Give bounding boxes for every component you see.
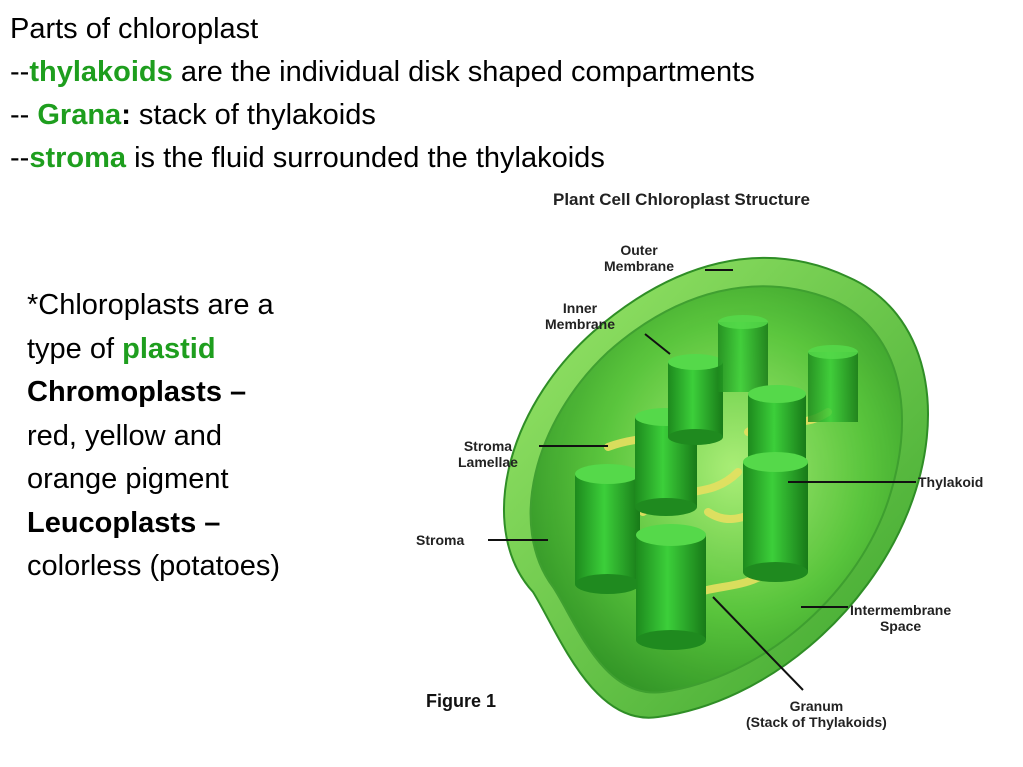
grana-definition: -- Grana: stack of thylakoids (10, 99, 376, 131)
label-stroma: Stroma (416, 532, 465, 548)
granum-stack (575, 464, 640, 594)
granum-stack (743, 452, 808, 582)
grana-term: Grana (37, 99, 122, 131)
intro-text: Parts of chloroplast --thylakoids are th… (10, 8, 755, 180)
plastid-note-line: orange pigment (27, 463, 229, 495)
chloroplast-figure: Plant Cell Chloroplast Structure Outer M… (408, 182, 1023, 767)
label-leader-lines (488, 269, 916, 691)
granum-stack (718, 315, 768, 392)
thylakoids-definition: --thylakoids are the individual disk sha… (10, 56, 755, 88)
label-stroma-lamellae: Stroma Lamellae (458, 438, 518, 470)
thylakoids-term: thylakoids (29, 56, 173, 88)
granum-stack (668, 354, 723, 445)
plastid-note-line: colorless (potatoes) (27, 550, 281, 582)
label-outer-membrane: Outer Membrane (604, 242, 675, 274)
label-inner-membrane: Inner Membrane (545, 300, 616, 332)
plastid-term: plastid (122, 332, 216, 365)
figure-title: Plant Cell Chloroplast Structure (553, 190, 810, 209)
label-intermembrane-space: Intermembrane Space (850, 602, 952, 634)
granum-stack (636, 524, 706, 650)
figure-caption: Figure 1 (426, 691, 497, 711)
granum-stack (808, 345, 858, 422)
stroma-definition: --stroma is the fluid surrounded the thy… (10, 142, 605, 174)
plastid-note-line: type of plastid (27, 332, 216, 365)
label-granum: Granum (Stack of Thylakoids) (746, 698, 887, 730)
plastid-note-line: red, yellow and (27, 419, 223, 452)
stroma-term: stroma (29, 142, 127, 174)
intro-heading: Parts of chloroplast (10, 13, 259, 45)
chloroplast-illustration (488, 256, 929, 719)
chromoplasts-heading: Chromoplasts – (27, 376, 247, 408)
plastid-note-line: *Chloroplasts are a (27, 289, 274, 321)
plastid-notes: *Chloroplasts are a type of plastid Chro… (27, 284, 367, 589)
leucoplasts-heading: Leucoplasts – (27, 506, 221, 539)
label-thylakoid: Thylakoid (918, 474, 984, 490)
